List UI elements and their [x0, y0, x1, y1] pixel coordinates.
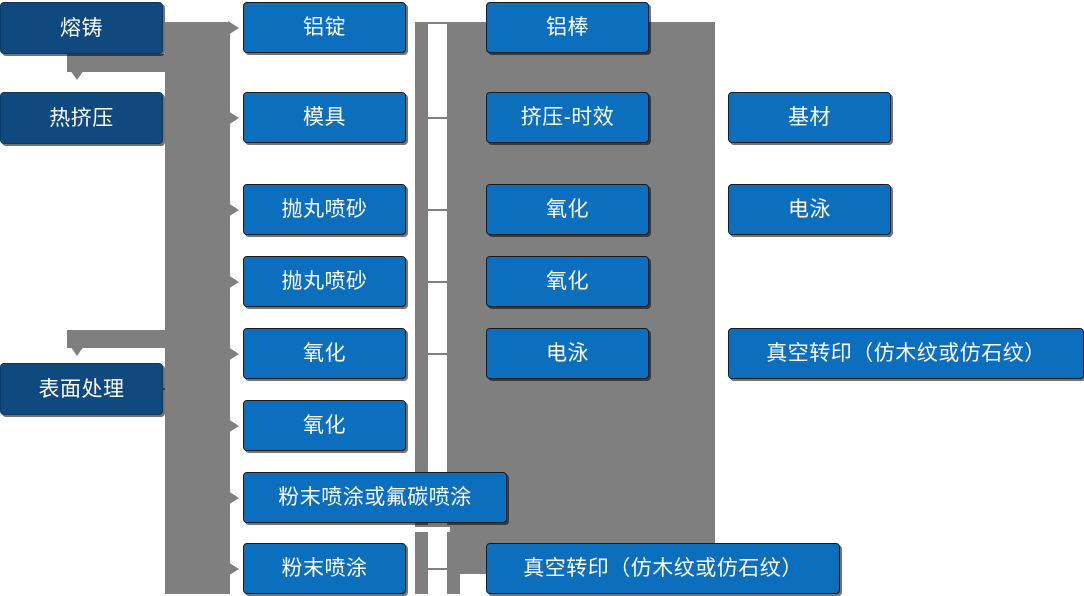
proc-aluminium-ingot-label: 铝锭: [303, 16, 346, 39]
proc-electrophoresis-2[interactable]: 电泳: [728, 184, 891, 235]
proc-mould-label: 模具: [303, 106, 346, 129]
stage-melt-cast-label: 熔铸: [60, 16, 103, 40]
output-arrow-electrophoresis: [703, 203, 714, 217]
branch-arrow-3: [228, 203, 239, 217]
stage-melt-cast[interactable]: 熔铸: [0, 2, 163, 54]
branch-arrow-2: [228, 111, 239, 125]
branch-arrow-1: [228, 21, 239, 35]
proc-shot-blast-1[interactable]: 抛丸喷砂: [243, 184, 406, 235]
proc-oxidation-2[interactable]: 氧化: [243, 400, 406, 451]
stage-hot-extrude[interactable]: 热挤压: [0, 92, 163, 144]
output-arrow-base-material: [703, 111, 714, 125]
mid-bracket-left-bar-lower: [415, 532, 428, 594]
proc-aluminium-bar-label: 铝棒: [546, 16, 589, 39]
mid-bracket-right-bar: [447, 22, 460, 527]
stage-surface-label: 表面处理: [38, 377, 125, 401]
branch-arrow-8: [228, 562, 239, 576]
mid-tick-3: [427, 209, 449, 211]
branch-arrow-5: [228, 347, 239, 361]
proc-oxidation-1[interactable]: 氧化: [243, 328, 406, 379]
proc-oxidation-3[interactable]: 氧化: [486, 184, 649, 235]
mid-tick-2: [427, 117, 449, 119]
left-trunk-bar: [165, 22, 230, 594]
proc-base-material[interactable]: 基材: [728, 92, 891, 143]
proc-base-material-label: 基材: [788, 106, 831, 129]
proc-powder-or-fluoro-label: 粉末喷涂或氟碳喷涂: [278, 486, 472, 509]
proc-aluminium-bar[interactable]: 铝棒: [486, 2, 649, 53]
branch-arrow-4: [228, 275, 239, 289]
proc-oxidation-3-label: 氧化: [546, 198, 589, 221]
proc-oxidation-4[interactable]: 氧化: [486, 256, 649, 307]
stage-hot-extrude-label: 热挤压: [49, 106, 114, 130]
proc-vacuum-transfer-1-label: 真空转印（仿木纹或仿石纹）: [766, 342, 1046, 365]
proc-vacuum-transfer-2-label: 真空转印（仿木纹或仿石纹）: [523, 557, 803, 580]
branch-arrow-7: [228, 491, 239, 505]
mid-tick-4: [427, 281, 449, 283]
proc-electrophoresis-2-label: 电泳: [788, 198, 831, 221]
proc-vacuum-transfer-2[interactable]: 真空转印（仿木纹或仿石纹）: [486, 543, 840, 594]
proc-vacuum-transfer-1[interactable]: 真空转印（仿木纹或仿石纹）: [728, 328, 1084, 379]
proc-oxidation-2-label: 氧化: [303, 414, 346, 437]
proc-mould[interactable]: 模具: [243, 92, 406, 143]
branch-arrow-6: [228, 419, 239, 433]
proc-extrude-aging[interactable]: 挤压-时效: [486, 92, 649, 143]
stage-surface[interactable]: 表面处理: [0, 363, 163, 415]
proc-shot-blast-2[interactable]: 抛丸喷砂: [243, 256, 406, 307]
output-arrow-vacuum-transfer: [703, 347, 714, 361]
mid-tick-6: [427, 525, 449, 527]
surface-treatment-stub: [67, 330, 167, 348]
proc-electrophoresis-1[interactable]: 电泳: [486, 328, 649, 379]
mid-bracket-left-bar: [415, 22, 428, 527]
surface-treatment-down-arrow: [70, 346, 84, 356]
proc-shot-blast-2-label: 抛丸喷砂: [281, 270, 368, 293]
proc-oxidation-4-label: 氧化: [546, 270, 589, 293]
proc-powder-coating[interactable]: 粉末喷涂: [243, 543, 406, 594]
mid-bracket-right-bar-lower: [447, 532, 460, 594]
proc-aluminium-ingot[interactable]: 铝锭: [243, 2, 406, 53]
mid-tick-7: [427, 568, 449, 570]
proc-shot-blast-1-label: 抛丸喷砂: [281, 198, 368, 221]
proc-powder-or-fluoro[interactable]: 粉末喷涂或氟碳喷涂: [243, 472, 507, 523]
melt-cast-stub: [67, 54, 167, 72]
mid-tick-5: [427, 353, 449, 355]
proc-powder-coating-label: 粉末喷涂: [281, 557, 368, 580]
proc-electrophoresis-1-label: 电泳: [546, 342, 589, 365]
proc-extrude-aging-label: 挤压-时效: [520, 106, 615, 129]
surface-treatment-link: [163, 388, 193, 390]
proc-oxidation-1-label: 氧化: [303, 342, 346, 365]
mid-tick-1: [427, 22, 449, 24]
melt-cast-down-arrow: [70, 70, 84, 80]
